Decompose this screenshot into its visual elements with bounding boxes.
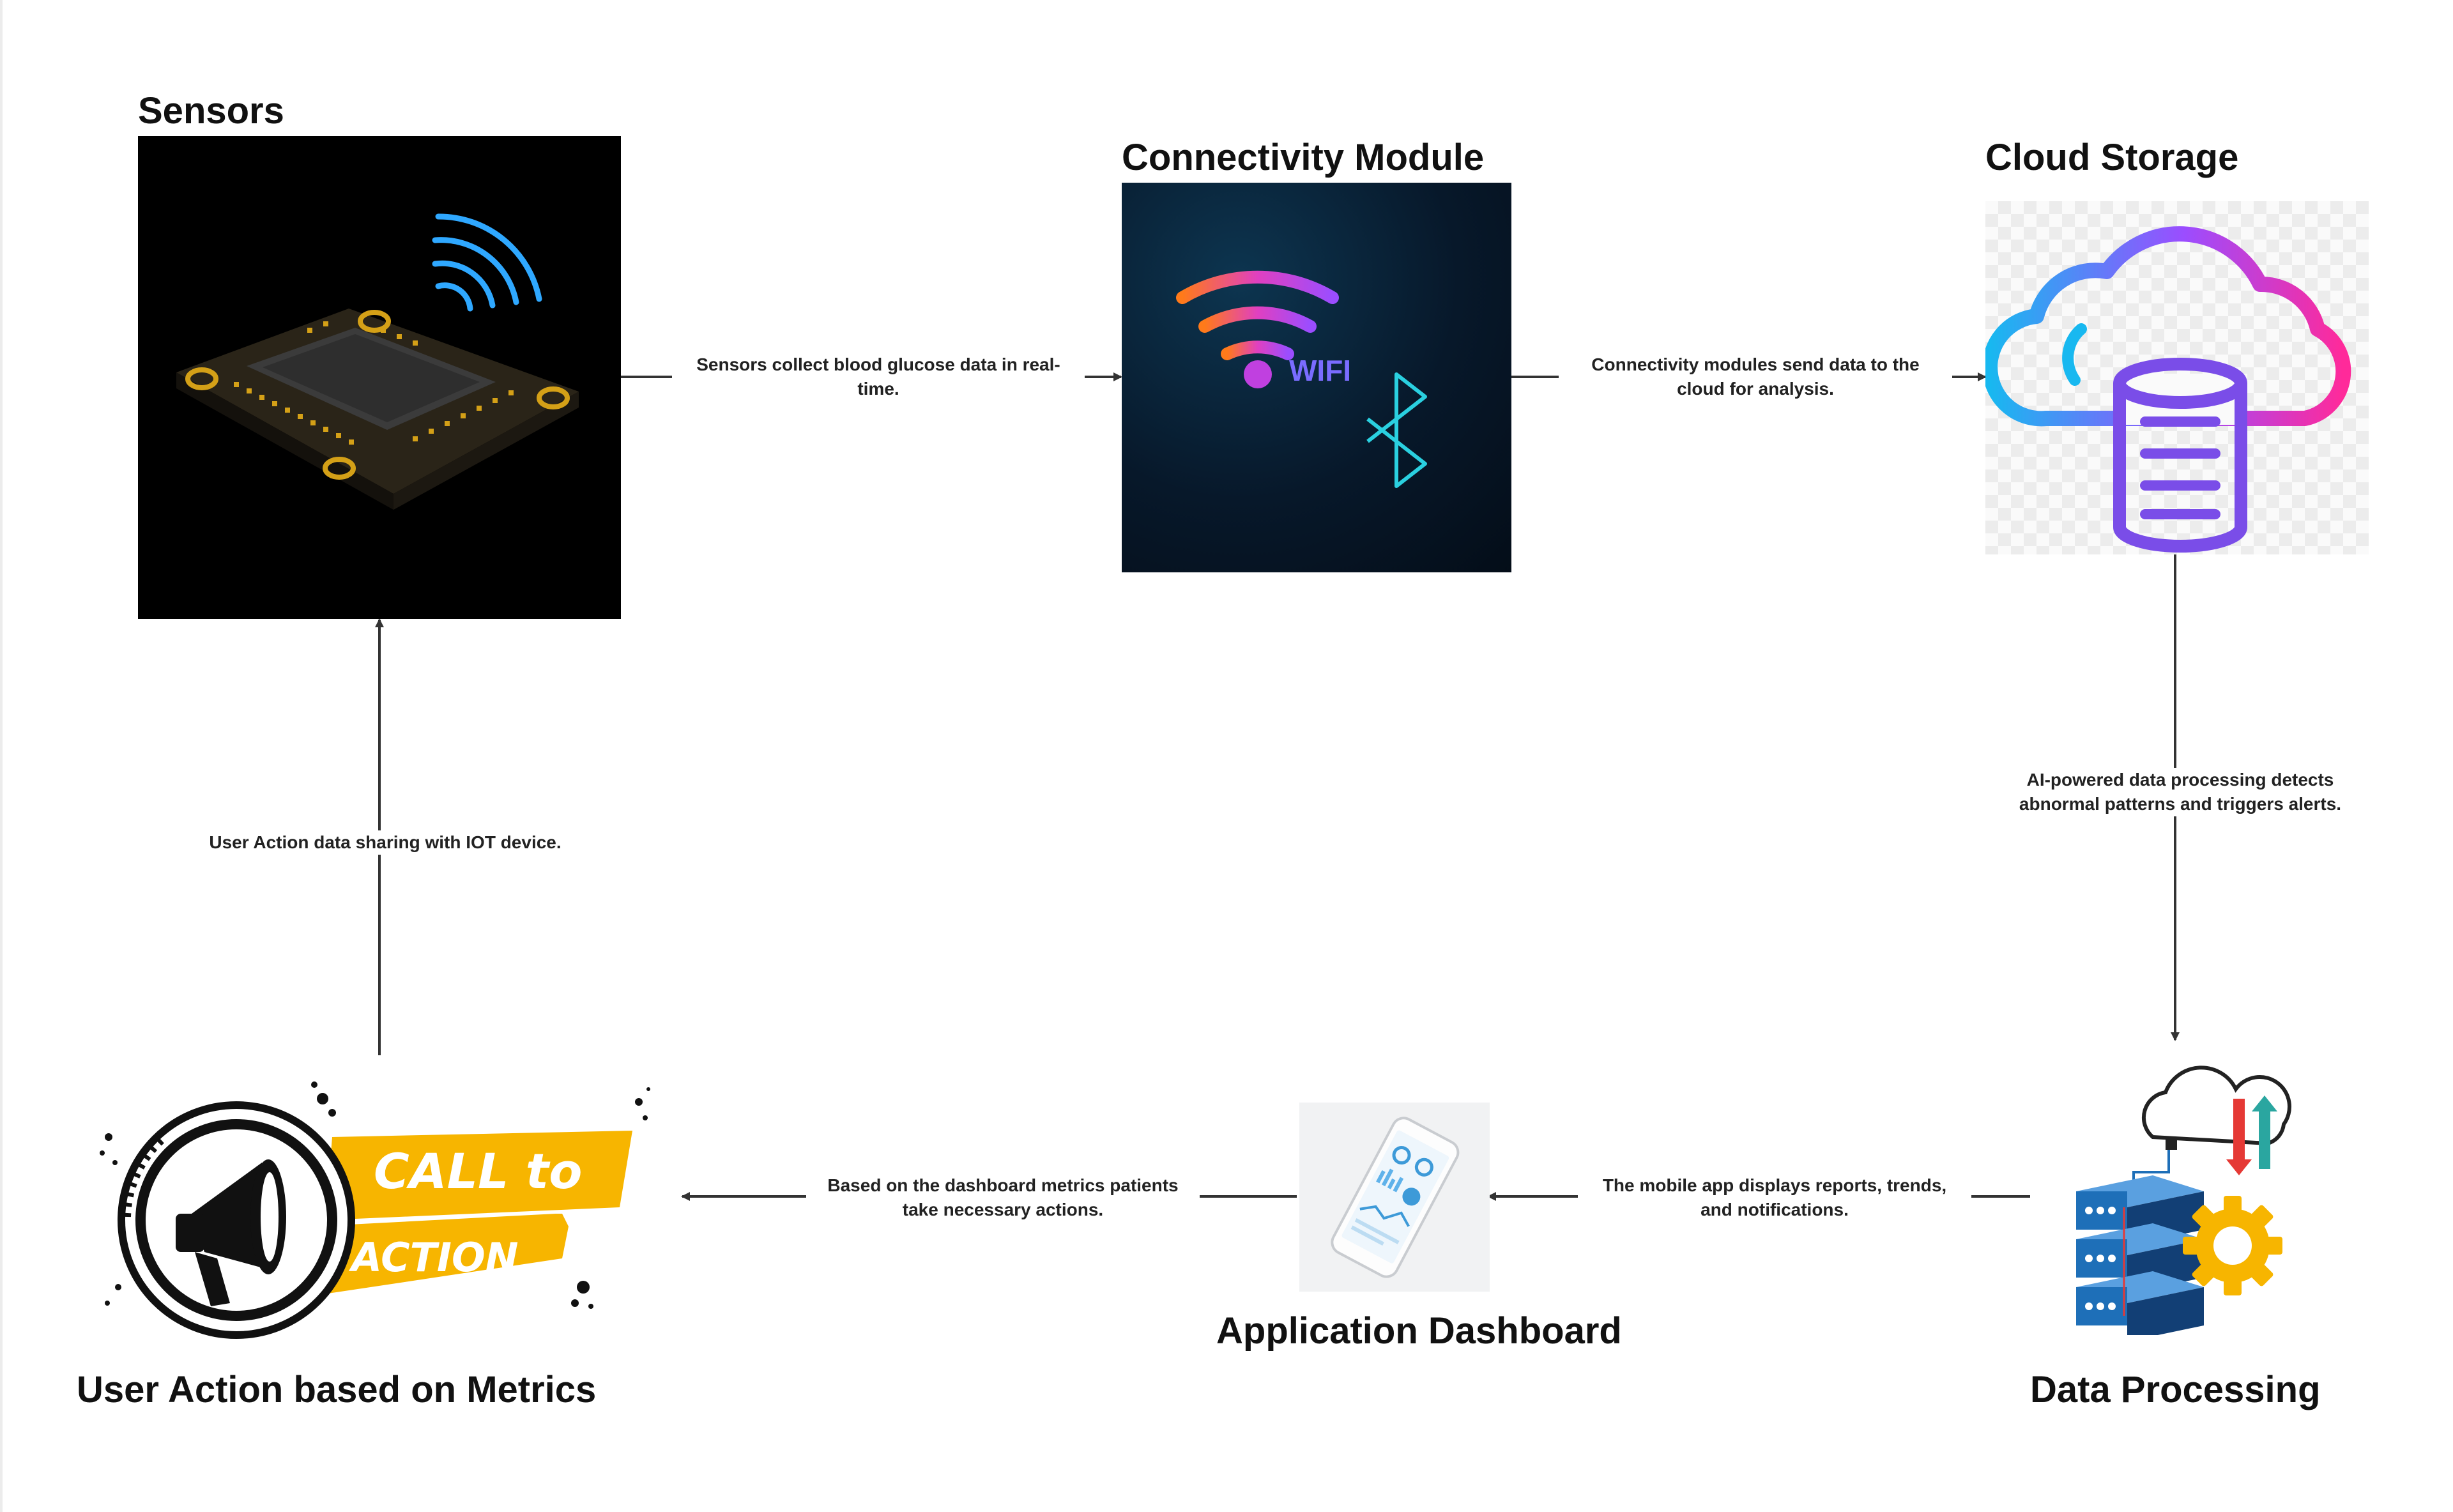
wifi-icon: WIFI	[1176, 270, 1427, 488]
processing-title: Data Processing	[2030, 1369, 2321, 1410]
edge-label-processing-to-dashboard: The mobile app displays reports, trends,…	[1578, 1173, 1971, 1222]
cloud-title: Cloud Storage	[1985, 137, 2239, 178]
edge-label-line: cloud for analysis.	[1677, 379, 1834, 399]
megaphone-icon	[176, 1159, 286, 1306]
smartphone-icon	[1299, 1103, 1490, 1292]
edge-label-connectivity-to-cloud: Connectivity modules send data to the cl…	[1559, 353, 1952, 401]
connectivity-image: WIFI	[1122, 183, 1511, 572]
edge-label-cloud-to-processing: AI-powered data processing detects abnor…	[1980, 768, 2380, 816]
edge-label-dashboard-to-user: Based on the dashboard metrics patients …	[806, 1173, 1200, 1222]
edge-label-line: abnormal patterns and triggers alerts.	[2019, 794, 2342, 814]
sensors-title: Sensors	[138, 90, 284, 132]
edge-label-line: Based on the dashboard metrics patients	[827, 1175, 1179, 1195]
dashboard-title: Application Dashboard	[1216, 1310, 1622, 1352]
edge-label-sensors-to-connectivity: Sensors collect blood glucose data in re…	[672, 353, 1085, 401]
edge-label-line: Sensors collect blood glucose data in re…	[696, 355, 1060, 374]
wifi-label: WIFI	[1289, 354, 1351, 387]
edge-label-line: time.	[857, 379, 899, 399]
page-left-border	[0, 0, 3, 1512]
cta-line2: ACTION	[348, 1234, 519, 1281]
bluetooth-icon	[1366, 372, 1427, 488]
call-to-action-graphic: CALL to ACTION	[83, 1067, 658, 1354]
sensor-chip-icon	[138, 136, 621, 619]
edge-label-line: Connectivity modules send data to the	[1591, 355, 1920, 374]
cta-line1: CALL to	[374, 1143, 582, 1200]
edge-label-line: The mobile app displays reports, trends,	[1602, 1175, 1947, 1195]
cloud-database-icon	[1985, 201, 2369, 554]
edge-label-user-to-sensors: User Action data sharing with IOT device…	[172, 830, 598, 855]
connectivity-title: Connectivity Module	[1122, 137, 1485, 178]
edge-label-line: take necessary actions.	[902, 1200, 1104, 1219]
server-gear-icon	[2070, 1054, 2293, 1335]
edge-label-line: and notifications.	[1700, 1200, 1849, 1219]
user-action-title: User Action based on Metrics	[77, 1369, 597, 1410]
edge-label-line: AI-powered data processing detects	[2026, 770, 2334, 790]
edge-label-line: User Action data sharing with IOT device…	[209, 832, 562, 852]
